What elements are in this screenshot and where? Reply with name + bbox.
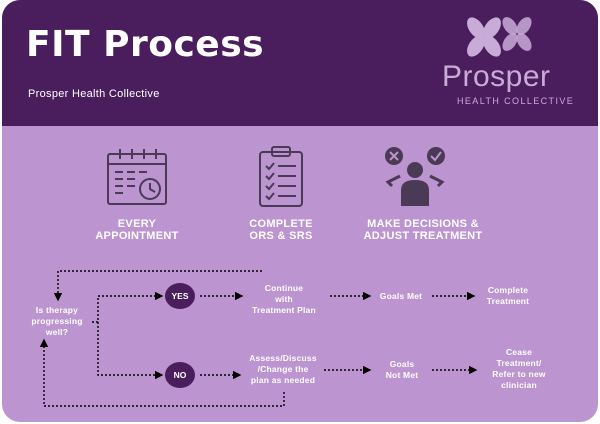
complete-treatment-node: Complete Treatment [474, 285, 542, 307]
loop-arrow-top [53, 270, 262, 302]
question-line: progressing [31, 316, 83, 326]
complete-line: Complete [487, 285, 529, 295]
organization-subtitle: Prosper Health Collective [28, 88, 160, 100]
loop-arrow-bottom [39, 338, 285, 407]
cease-treatment-node: Cease Treatment/ Refer to new clinician [478, 347, 560, 391]
logo-wordmark: Prosper [442, 60, 551, 93]
checklist-clipboard-icon [259, 146, 303, 207]
calendar-clock-icon [107, 149, 167, 205]
cease-line: Treatment/ [496, 358, 542, 368]
yes-node: YES [165, 283, 195, 309]
assess-line: Assess/Discuss [249, 353, 317, 363]
question-line: Is therapy [35, 305, 79, 315]
step-label-line: MAKE DECISIONS & [367, 218, 479, 230]
page-title: FIT Process [26, 24, 265, 65]
step-label-make-decisions: MAKE DECISIONS & ADJUST TREATMENT [348, 218, 498, 242]
assess-line: plan as needed [250, 375, 316, 385]
header-banner: FIT Process Prosper Health Collective Pr… [2, 0, 598, 126]
logo-tagline: HEALTH COLLECTIVE [457, 96, 575, 106]
goals-not-met-line: Goals [389, 359, 415, 369]
decision-person-icon [385, 147, 445, 206]
cease-line: Cease [505, 347, 533, 357]
cease-line: clinician [501, 380, 537, 390]
question-line: well? [45, 327, 69, 337]
step-label-line: EVERY [117, 218, 157, 230]
cease-line: Refer to new [492, 369, 546, 379]
step-label-every-appointment: EVERY APPOINTMENT [62, 218, 212, 242]
question-node: Is therapy progressing well? [20, 305, 94, 338]
step-label-line: COMPLETE [249, 218, 313, 230]
continue-line: Treatment Plan [252, 305, 316, 315]
goals-not-met-node: Goals Not Met [372, 359, 432, 381]
step-label-line: APPOINTMENT [95, 230, 179, 242]
continue-line: Continue [264, 283, 304, 293]
branch-arrow-yes [92, 291, 164, 323]
branch-arrow-no [97, 322, 164, 380]
step-label-line: ADJUST TREATMENT [363, 230, 483, 242]
continue-node: Continue with Treatment Plan [238, 283, 330, 316]
assess-line: /Change the [257, 364, 309, 374]
prosper-logo-icon [467, 17, 532, 57]
complete-line: Treatment [486, 296, 530, 306]
goals-not-met-line: Not Met [385, 370, 419, 380]
no-node: NO [165, 362, 195, 388]
step-label-complete-ors-srs: COMPLETE ORS & SRS [206, 218, 356, 242]
step-label-line: ORS & SRS [249, 230, 313, 242]
goals-met-node: Goals Met [379, 291, 423, 301]
continue-line: with [275, 294, 293, 304]
assess-node: Assess/Discuss /Change the plan as neede… [238, 353, 328, 386]
